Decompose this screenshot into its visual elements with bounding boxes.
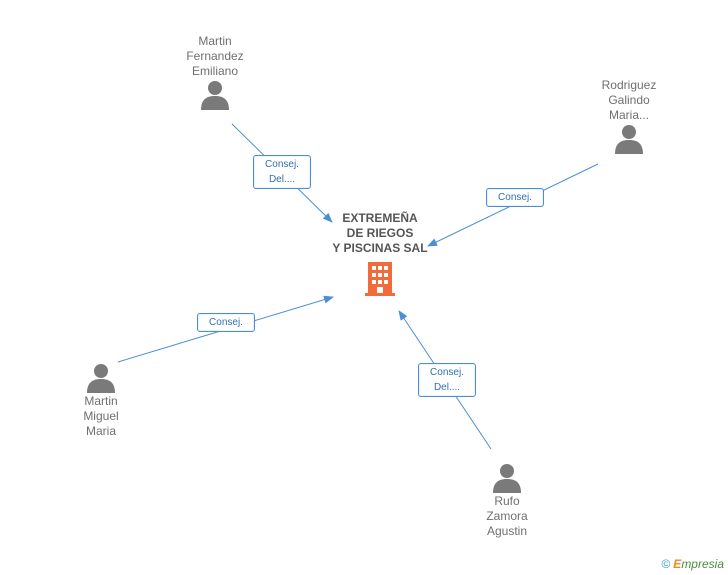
person-node-1[interactable]: Rodriguez Galindo Maria... bbox=[574, 78, 684, 155]
role-badge-1[interactable]: Consej. bbox=[486, 188, 544, 207]
person-node-0[interactable]: Martin Fernandez Emiliano bbox=[160, 34, 270, 111]
person-name: Martin Miguel Maria bbox=[83, 394, 119, 438]
brand-name: mpresia bbox=[681, 557, 724, 571]
company-node[interactable]: EXTREMEÑA DE RIEGOS Y PISCINAS SAL bbox=[320, 211, 440, 297]
role-badge-2[interactable]: Consej. bbox=[197, 313, 255, 332]
person-icon bbox=[615, 125, 643, 154]
person-icon bbox=[87, 364, 115, 393]
brand-footer[interactable]: ©Empresia bbox=[661, 557, 724, 571]
person-name: Rodriguez Galindo Maria... bbox=[601, 78, 657, 122]
role-badge-0[interactable]: Consej. Del.... bbox=[253, 155, 311, 189]
person-name: Martin Fernandez Emiliano bbox=[186, 34, 244, 78]
building-icon bbox=[365, 262, 395, 296]
brand-initial: E bbox=[673, 557, 682, 571]
role-badge-3[interactable]: Consej. Del.... bbox=[418, 363, 476, 397]
person-icon bbox=[201, 81, 229, 110]
company-name: EXTREMEÑA DE RIEGOS Y PISCINAS SAL bbox=[332, 211, 428, 255]
copyright-icon: © bbox=[661, 557, 671, 571]
person-node-2[interactable]: Martin Miguel Maria bbox=[46, 362, 156, 439]
person-name: Rufo Zamora Agustin bbox=[486, 494, 528, 538]
person-icon bbox=[493, 464, 521, 493]
person-node-3[interactable]: Rufo Zamora Agustin bbox=[452, 462, 562, 539]
